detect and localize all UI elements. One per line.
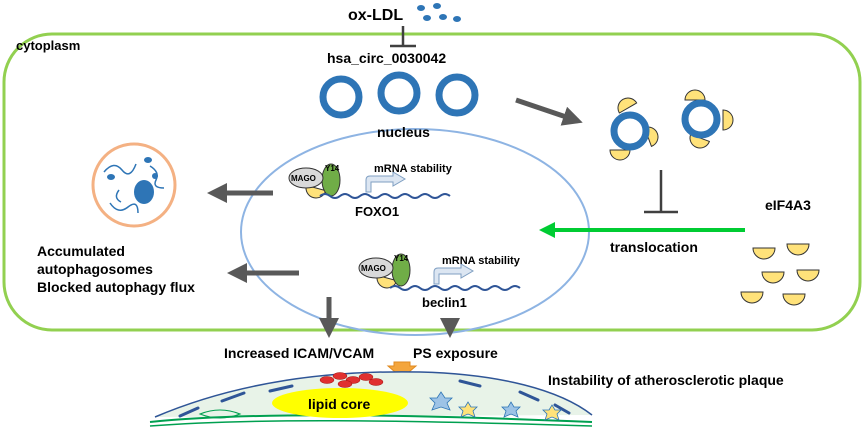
icam-vcam-label: Increased ICAM/VCAM [224, 345, 374, 361]
lipid-core-label: lipid core [308, 396, 370, 412]
mrna-stability-arrow-2 [433, 263, 474, 285]
ox-ldl-label: ox-LDL [348, 7, 403, 24]
cytoplasm-label: cytoplasm [16, 38, 80, 53]
ejc-complex-beclin1: MAGO Y14 [358, 253, 411, 289]
plaque-instability-label: Instability of atherosclerotic plaque [548, 372, 784, 388]
y14-label-2: Y14 [394, 254, 409, 263]
atherosclerotic-plaque [149, 371, 593, 427]
mrna-stability-label-2: mRNA stability [442, 255, 521, 267]
foxo1-mrna-strand [319, 193, 451, 199]
mrna-stability-label-1: mRNA stability [374, 163, 453, 175]
cell-membrane [2, 32, 862, 332]
beclin1-mrna-strand [389, 285, 521, 291]
ox-ldl-particles [417, 3, 461, 22]
foxo1-label: FOXO1 [355, 204, 399, 219]
circrna-rings [319, 71, 479, 119]
outcome-line-2: autophagosomes [37, 261, 153, 277]
ps-exposure-label: PS exposure [413, 345, 498, 361]
mago-label-1: MAGO [291, 174, 316, 183]
beclin1-label: beclin1 [422, 295, 467, 310]
translocation-label: translocation [610, 239, 698, 255]
nucleus [240, 128, 590, 336]
eif4a3-proteins [740, 243, 820, 306]
autophagosome-cell [91, 142, 177, 228]
arrow-circrna-to-eif4a3-complex [515, 97, 583, 126]
y14-label-1: Y14 [325, 164, 340, 173]
ejc-complex-foxo1: MAGO Y14 [288, 163, 341, 199]
inhibition-translocation [644, 170, 678, 214]
lipid-core [272, 388, 408, 418]
circrna-eif4a3-complex-1 [609, 97, 659, 161]
mago-label-2: MAGO [361, 264, 386, 273]
outcome-line-1: Accumulated [37, 243, 125, 259]
nucleus-label: nucleus [377, 124, 430, 140]
outcome-line-3: Blocked autophagy flux [37, 279, 195, 295]
circrna-label: hsa_circ_0030042 [327, 50, 446, 66]
mrna-stability-arrow-1 [365, 171, 406, 193]
inhibition-oxldl-to-circrna [390, 26, 416, 48]
circrna-eif4a3-complex-2 [681, 89, 734, 149]
eif4a3-label: eIF4A3 [765, 197, 811, 213]
